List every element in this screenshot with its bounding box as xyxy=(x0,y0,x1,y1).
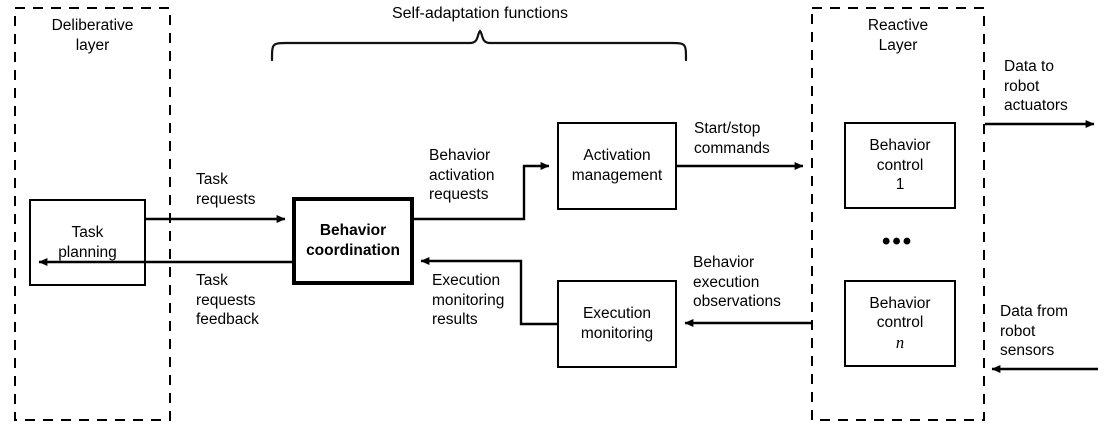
edge-label-data-to-robot-actuators: Data to robot actuators xyxy=(1004,58,1068,115)
behavior-control-ellipsis: ••• xyxy=(882,228,914,255)
edge-label-start-stop-commands: Start/stop commands xyxy=(694,120,770,157)
behavior-control-1-label: Behavior control 1 xyxy=(869,137,931,194)
task-planning-label: Task planning xyxy=(58,223,117,261)
execution-monitoring-box[interactable] xyxy=(557,280,677,368)
diagram-title: Self-adaptation functions xyxy=(391,5,569,22)
task-planning-box[interactable] xyxy=(29,199,146,286)
behavior-control-n-label: Behavior control n xyxy=(845,281,955,366)
edge-label-behavior-activation-requests: Behavior activation requests xyxy=(429,147,495,204)
edge-execution-monitoring-results xyxy=(420,257,558,326)
behavior-coordination-label: Behavior coordination xyxy=(306,222,400,259)
self-adaptation-brace xyxy=(270,29,688,62)
activation-management-label: Activation management xyxy=(571,147,663,184)
edge-label-execution-monitoring-results: Execution monitoring results xyxy=(432,272,505,329)
behavior-control-n-text: Behavior control xyxy=(869,294,931,332)
edge-behavior-activation-requests xyxy=(412,162,550,221)
reactive-layer-label: Reactive Layer xyxy=(867,17,929,54)
behavior-control-n-index: n xyxy=(895,332,905,352)
edge-label-task-requests: Task requests xyxy=(196,171,256,208)
deliberative-layer-boundary xyxy=(14,7,171,421)
execution-monitoring-label: Execution monitoring xyxy=(580,305,654,342)
deliberative-layer-label: Deliberative layer xyxy=(51,17,134,54)
edge-label-behavior-execution-observations: Behavior execution observations xyxy=(693,254,781,311)
activation-management-box[interactable] xyxy=(557,122,677,210)
edge-label-data-from-robot-sensors: Data from robot sensors xyxy=(1000,303,1069,360)
reactive-layer-boundary xyxy=(811,7,985,421)
behavior-coordination-box[interactable] xyxy=(292,197,414,285)
edge-label-task-requests-feedback: Task requests feedback xyxy=(196,272,259,329)
behavior-control-n-box[interactable] xyxy=(844,280,956,367)
behavior-control-1-box[interactable] xyxy=(844,122,956,209)
